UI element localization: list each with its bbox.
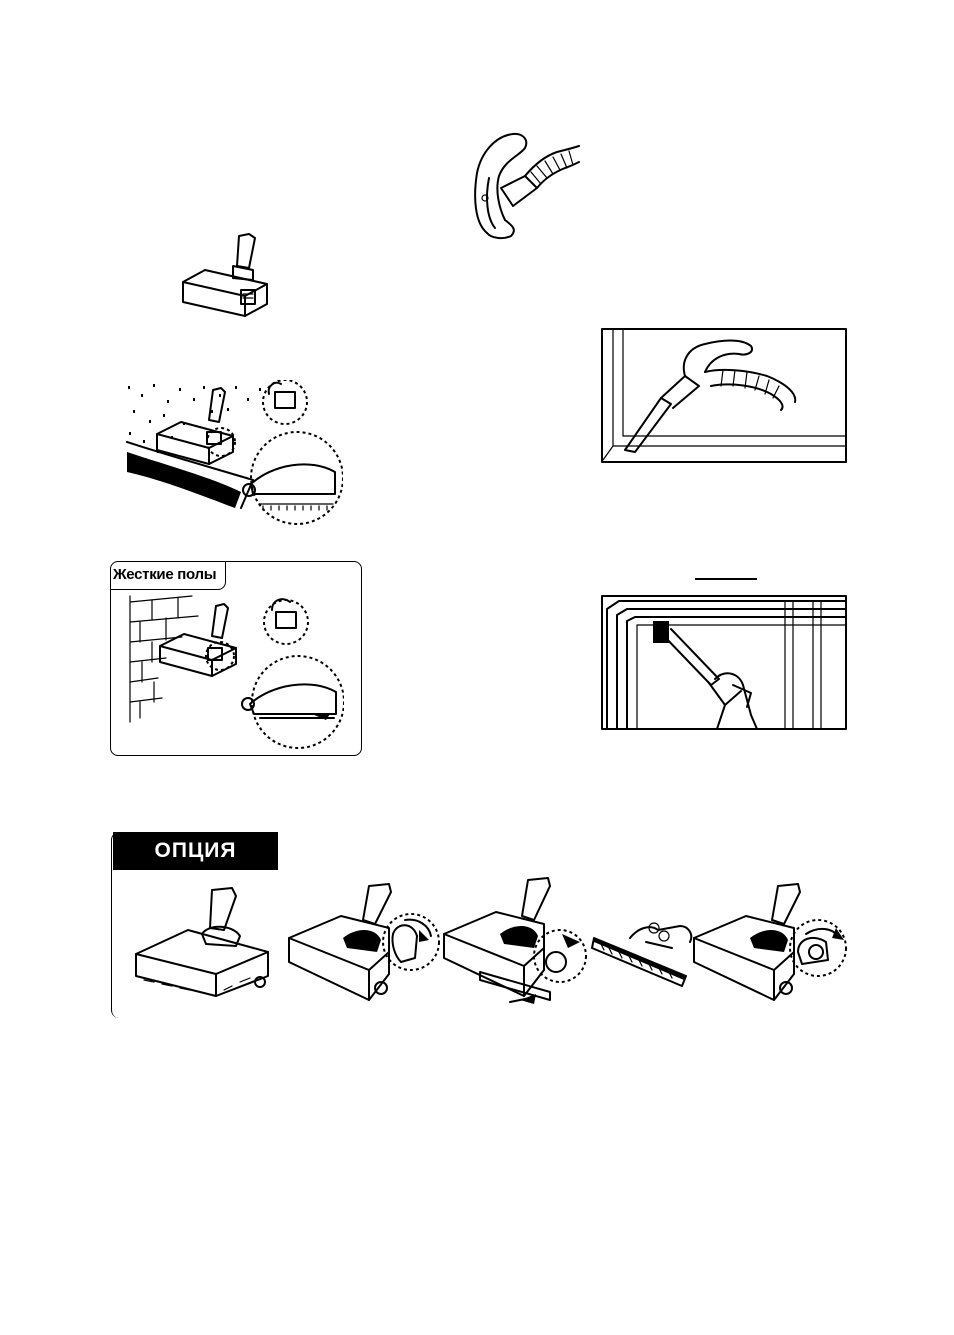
hard-floor-mode-illustration: [122, 592, 344, 750]
turbo-brush-step-1: [132, 884, 274, 1000]
turbo-brush-step-4: [590, 916, 700, 988]
crevice-tool-illustration: [601, 328, 847, 463]
floor-nozzle-illustration: [175, 232, 275, 317]
turbo-brush-step-2: [285, 882, 440, 1008]
caption-underline: [695, 578, 757, 580]
carpet-mode-illustration: [123, 380, 343, 530]
handle-hose-illustration: [465, 128, 580, 240]
turbo-brush-step-3: [440, 876, 588, 1014]
hard-floor-label: Жесткие полы: [113, 566, 216, 583]
turbo-brush-step-5: [690, 882, 850, 1008]
option-label: ОПЦИЯ: [113, 832, 278, 870]
window-brush-illustration: [601, 595, 847, 730]
